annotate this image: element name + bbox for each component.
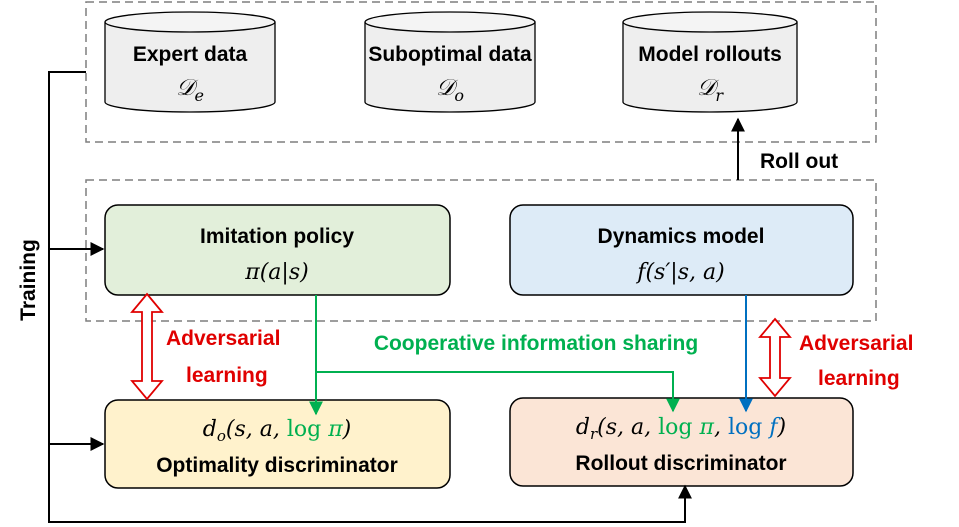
cooperative-sharing-label: Cooperative information sharing [374, 332, 698, 355]
adversarial-label-right-2: learning [818, 367, 900, 390]
model-rollouts-symbol: 𝒟r [697, 75, 724, 105]
rollout-discriminator-box: dr(s, a, log π, log f) Rollout discrimin… [509, 397, 854, 487]
expert-data-cylinder: Expert data 𝒟e [104, 11, 276, 113]
imitation-policy-title: Imitation policy [200, 225, 354, 248]
model-rollouts-title: Model rollouts [638, 43, 782, 66]
imitation-policy-box: Imitation policy π(a|s) [104, 204, 451, 296]
optimality-discriminator-title: Optimality discriminator [156, 454, 398, 477]
cooperative-sharing-arrows [309, 295, 680, 416]
dynamics-model-formula: f(s′|s, a) [635, 260, 724, 285]
adversarial-arrow-left [130, 292, 164, 401]
data-group-box [85, 1, 877, 143]
adversarial-label-left-1: Adversarial [166, 327, 280, 350]
training-loop [48, 71, 692, 523]
model-group-box [85, 179, 877, 322]
adversarial-label-right-1: Adversarial [799, 332, 913, 355]
suboptimal-data-title: Suboptimal data [368, 43, 532, 66]
optimality-discriminator-formula: do(s, a, log π) [203, 417, 352, 445]
rollout-discriminator-formula: dr(s, a, log π, log f) [576, 415, 786, 443]
training-label: Training [17, 239, 40, 321]
suboptimal-data-symbol: 𝒟o [436, 75, 464, 105]
expert-data-title: Expert data [133, 43, 248, 66]
adversarial-label-left-2: learning [186, 364, 268, 387]
roll-out-label: Roll out [760, 150, 838, 173]
dynamics-model-box: Dynamics model f(s′|s, a) [509, 204, 854, 296]
model-rollouts-cylinder: Model rollouts 𝒟r [622, 11, 798, 113]
dynamics-model-title: Dynamics model [598, 225, 765, 248]
adversarial-arrow-right [758, 317, 792, 398]
rollout-discriminator-title: Rollout discriminator [575, 452, 786, 475]
imitation-policy-formula: π(a|s) [244, 260, 308, 285]
expert-data-symbol: 𝒟e [176, 75, 204, 105]
optimality-discriminator-box: do(s, a, log π) Optimality discriminator [104, 399, 451, 489]
suboptimal-data-cylinder: Suboptimal data 𝒟o [364, 11, 536, 113]
